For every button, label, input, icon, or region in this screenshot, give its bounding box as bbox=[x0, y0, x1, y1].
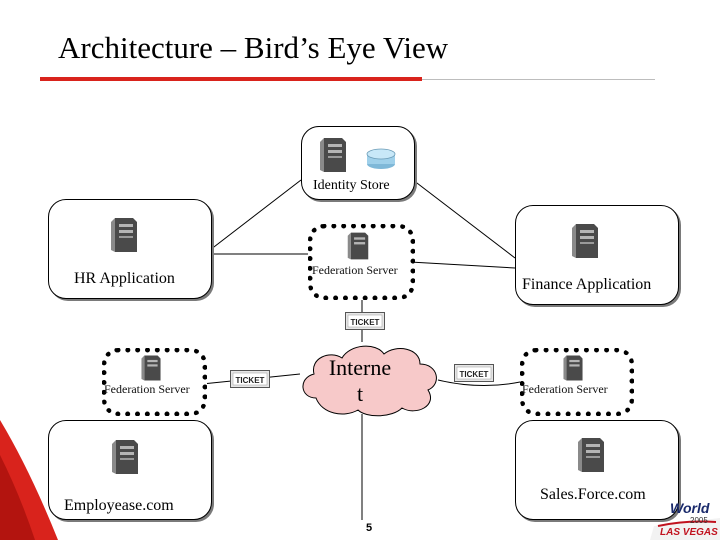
finance-application-label: Finance Application bbox=[522, 276, 652, 293]
internet-label: Interne t bbox=[318, 355, 402, 407]
salesforce-label: Sales.Force.com bbox=[540, 486, 646, 503]
slide-title: Architecture – Bird’s Eye View bbox=[58, 30, 449, 65]
server-icon bbox=[320, 138, 346, 172]
server-icon bbox=[578, 438, 604, 472]
ticket-text: TICKET bbox=[351, 318, 380, 327]
page-number: 5 bbox=[366, 522, 373, 534]
database-icon bbox=[366, 148, 396, 169]
logo-year: 2005 bbox=[690, 516, 708, 525]
ticket-icon: TICKET bbox=[230, 370, 270, 388]
internet-label-line2: t bbox=[356, 381, 364, 406]
title-rule bbox=[422, 79, 655, 80]
conference-logo bbox=[650, 518, 720, 540]
federation-server-left-label: Federation Server bbox=[104, 382, 190, 396]
identity-store-label: Identity Store bbox=[313, 178, 390, 193]
internet-label-line1: Interne bbox=[328, 355, 392, 380]
federation-server-right-label: Federation Server bbox=[522, 382, 608, 396]
ticket-text: TICKET bbox=[236, 376, 265, 385]
ticket-icon: TICKET bbox=[454, 364, 494, 382]
employease-label: Employease.com bbox=[64, 497, 174, 514]
ticket-text: TICKET bbox=[460, 370, 489, 379]
logo-city: LAS VEGAS bbox=[660, 527, 718, 538]
server-icon bbox=[141, 355, 161, 381]
federation-server-center-label: Federation Server bbox=[312, 263, 398, 277]
internet-cloud bbox=[302, 345, 437, 417]
ticket-icon: TICKET bbox=[345, 312, 385, 330]
server-icon bbox=[111, 218, 137, 252]
server-icon bbox=[112, 440, 138, 474]
server-icon bbox=[563, 355, 583, 381]
hr-application-label: HR Application bbox=[74, 270, 175, 287]
server-icon bbox=[347, 232, 369, 260]
logo-word: World bbox=[670, 500, 710, 516]
federation-server-center-node bbox=[308, 224, 415, 300]
title-underline bbox=[40, 77, 422, 81]
server-icon bbox=[572, 224, 598, 258]
